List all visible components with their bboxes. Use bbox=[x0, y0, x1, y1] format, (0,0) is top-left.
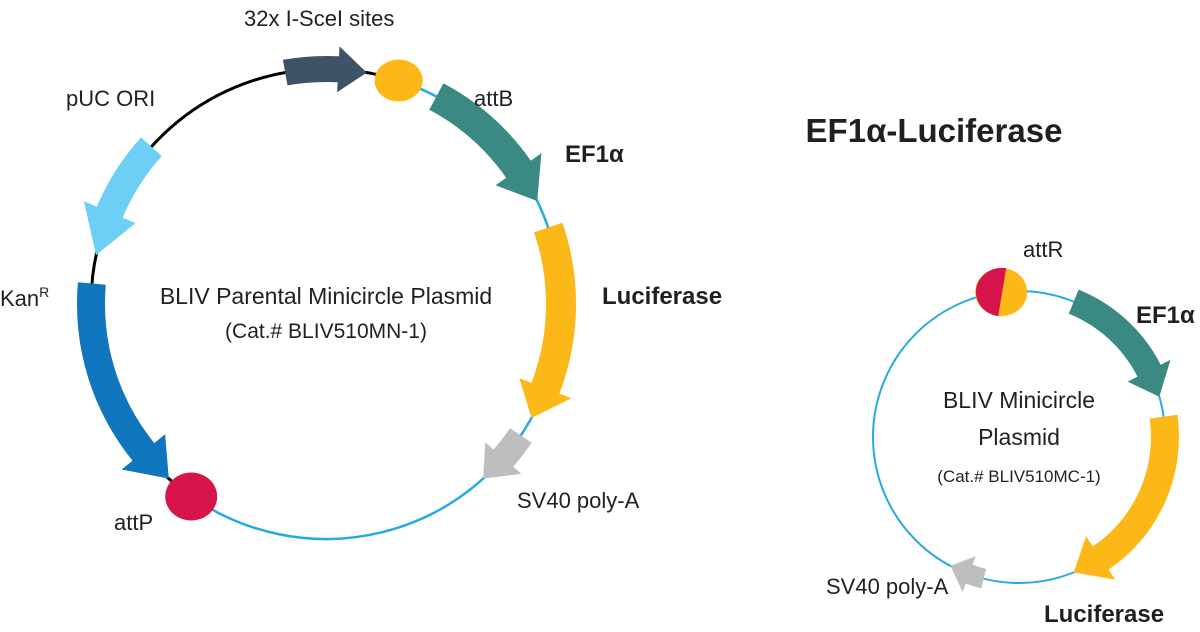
puc-ori-label: pUC ORI bbox=[66, 86, 155, 111]
minicircle-sv40-arrow bbox=[950, 556, 987, 592]
page-title: EF1α-Luciferase bbox=[806, 112, 1063, 149]
minicircle-plasmid-catalog: (Cat.# BLIV510MC-1) bbox=[937, 467, 1100, 486]
minicircle-luciferase-label: Luciferase bbox=[1044, 601, 1164, 628]
attb-label: attB bbox=[474, 86, 513, 111]
ef1a-promoter-arrow bbox=[429, 83, 542, 201]
attp-label: attP bbox=[114, 510, 153, 535]
parental-sv40-label: SV40 poly-A bbox=[517, 488, 640, 513]
sv40-polya-arrow bbox=[483, 428, 532, 479]
attr-site bbox=[975, 267, 1028, 317]
minicircle-plasmid-map: attR EF1α Luciferase SV40 poly-A BLIV Mi… bbox=[826, 237, 1195, 628]
minicircle-plasmid-name: BLIV Minicircle bbox=[943, 387, 1095, 413]
isce-sites-arrow bbox=[282, 46, 367, 93]
isce-sites-label: 32x I-SceI sites bbox=[244, 6, 394, 31]
kan-label: KanR bbox=[0, 284, 49, 311]
puc-ori-arrow bbox=[83, 137, 162, 256]
attp-site bbox=[165, 472, 218, 521]
parental-plasmid-catalog: (Cat.# BLIV510MN-1) bbox=[225, 320, 427, 343]
parental-ef1a-label: EF1α bbox=[565, 141, 624, 168]
minicircle-ef1a-label: EF1α bbox=[1136, 302, 1195, 329]
attb-site bbox=[374, 59, 423, 102]
minicircle-sv40-label: SV40 poly-A bbox=[826, 574, 949, 599]
minicircle-ef1a-arrow bbox=[1068, 289, 1171, 397]
kan-resistance-arrow bbox=[76, 282, 169, 479]
kan-label-text: Kan bbox=[0, 286, 39, 311]
minicircle-plasmid-name-2: Plasmid bbox=[978, 424, 1060, 450]
parental-plasmid-map: 32x I-SceI sites attB EF1α Luciferase SV… bbox=[0, 6, 722, 541]
attr-label: attR bbox=[1023, 237, 1063, 262]
parental-plasmid-name: BLIV Parental Minicircle Plasmid bbox=[160, 283, 492, 309]
parental-luciferase-label: Luciferase bbox=[602, 283, 722, 310]
kan-label-superscript: R bbox=[39, 284, 49, 300]
minicircle-luciferase-arrow bbox=[1073, 414, 1179, 580]
luciferase-arrow bbox=[519, 222, 577, 418]
